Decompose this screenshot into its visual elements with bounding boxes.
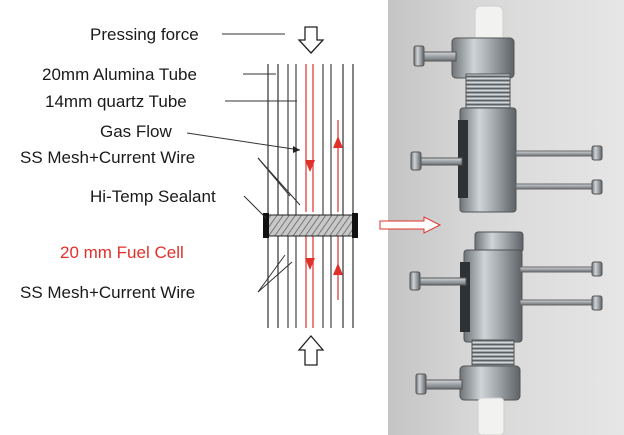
label-gas-flow: Gas Flow (100, 122, 173, 141)
label-ss-mesh-bottom: SS Mesh+Current Wire (20, 283, 195, 302)
quartz-tube-walls (287, 64, 332, 328)
fixture-photo (409, 5, 603, 435)
sealant-right (352, 213, 358, 238)
label-fuel-cell: 20 mm Fuel Cell (60, 243, 184, 262)
current-wires (305, 64, 339, 328)
label-sealant: Hi-Temp Sealant (90, 187, 216, 206)
pointer-arrow-icon (379, 216, 442, 234)
leader-lines (186, 33, 301, 293)
schematic: Pressing force 20mm Alumina Tube 14mm qu… (20, 25, 442, 366)
label-quartz-tube: 14mm quartz Tube (45, 92, 187, 111)
alumina-tube-walls (267, 64, 354, 328)
pressing-force-arrow-up-icon (297, 335, 325, 366)
leader-arrowheads (293, 146, 300, 153)
label-alumina-tube: 20mm Alumina Tube (42, 65, 197, 84)
label-pressing-force: Pressing force (90, 25, 199, 44)
fuel-cell-layer (264, 214, 357, 237)
label-ss-mesh-top: SS Mesh+Current Wire (20, 148, 195, 167)
pressing-force-arrow-down-icon (297, 26, 325, 54)
sealant-left (263, 213, 269, 238)
gas-flow-arrows (305, 136, 343, 275)
